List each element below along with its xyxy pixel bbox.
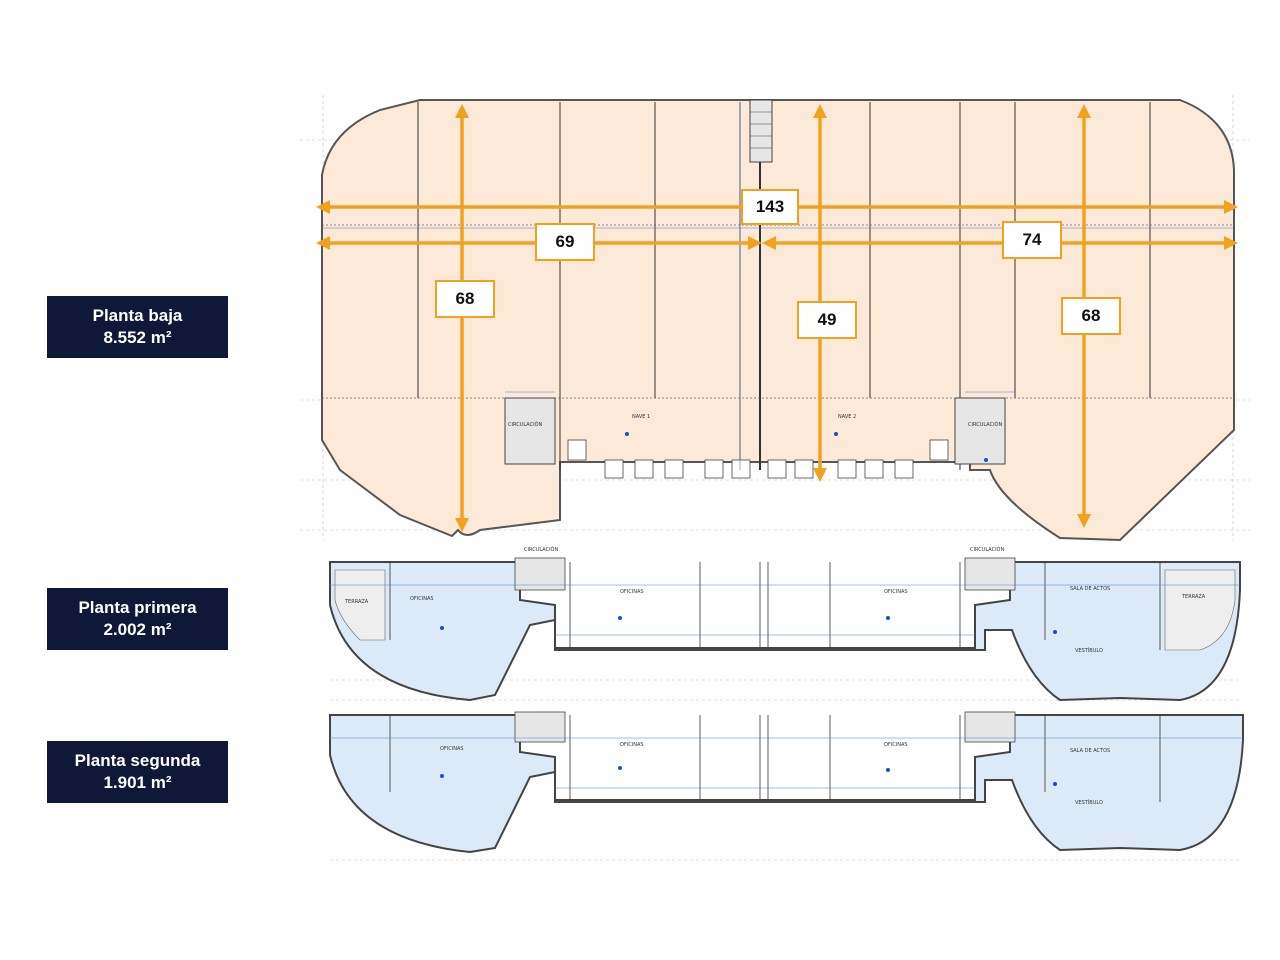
second-floor-plan xyxy=(329,711,1244,854)
floor-name: Planta primera xyxy=(78,598,197,617)
dimension-nave2-width: 74 xyxy=(1002,221,1062,259)
room-label-nave2: NAVE 2 xyxy=(838,414,856,420)
dimension-total-width: 143 xyxy=(741,189,799,225)
room-label-circulacion: CIRCULACIÓN xyxy=(968,421,1002,428)
floor-area: 2.002 m² xyxy=(103,620,172,639)
room-label-circulacion: CIRCULACIÓN xyxy=(508,421,542,428)
floor-label-ground: Planta baja 8.552 m² xyxy=(47,296,228,358)
room-label-terraza: TERRAZA xyxy=(1181,594,1206,600)
room-label-circulacion: CIRCULACIÓN xyxy=(970,546,1004,553)
room-label-vestibulo: VESTÍBULO xyxy=(1075,647,1103,654)
dimension-arrows xyxy=(316,104,1238,532)
room-label-oficinas: OFICINAS xyxy=(410,596,434,602)
floor-name: Planta segunda xyxy=(74,751,201,770)
room-label-nave1: NAVE 1 xyxy=(632,414,650,420)
floor-name: Planta baja xyxy=(92,306,183,325)
dimension-center-depth: 49 xyxy=(797,301,857,339)
floor-area: 1.901 m² xyxy=(103,773,172,792)
room-label-vestibulo: VESTÍBULO xyxy=(1075,799,1103,806)
room-label-circulacion: CIRCULACIÓN xyxy=(524,546,558,553)
dimension-left-depth: 68 xyxy=(435,280,495,318)
floor-label-first: Planta primera 2.002 m² xyxy=(47,588,228,650)
dimension-nave1-width: 69 xyxy=(535,223,595,261)
dimension-right-depth: 68 xyxy=(1061,297,1121,335)
room-label-oficinas: OFICINAS xyxy=(884,589,908,595)
room-label-terraza: TERRAZA xyxy=(344,599,369,605)
room-label-oficinas: OFICINAS xyxy=(440,746,464,752)
first-floor-plan xyxy=(329,557,1241,702)
room-label-oficinas: OFICINAS xyxy=(620,742,644,748)
room-label-oficinas: OFICINAS xyxy=(620,589,644,595)
room-label-oficinas: OFICINAS xyxy=(884,742,908,748)
floor-label-second: Planta segunda 1.901 m² xyxy=(47,741,228,803)
room-label-sala-actos: SALA DE ACTOS xyxy=(1070,748,1110,754)
floor-area: 8.552 m² xyxy=(103,328,172,347)
room-label-sala-actos: SALA DE ACTOS xyxy=(1070,586,1110,592)
ground-floor-plan xyxy=(321,99,1235,542)
